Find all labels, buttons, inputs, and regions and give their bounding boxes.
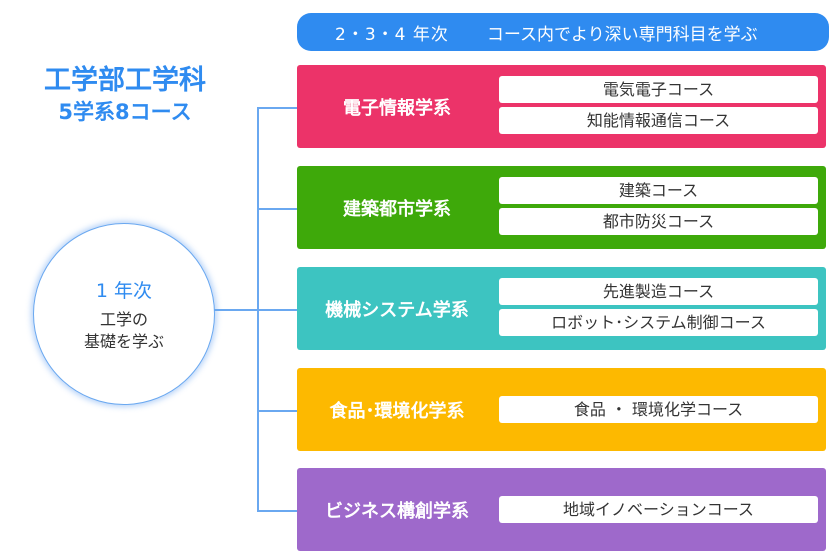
course-item: 電気電子コース [499, 76, 818, 103]
course-item: 建築コース [499, 177, 818, 204]
group-food-environment-chem: 食品･環境化学系 食品 ・ 環境化学コース [297, 368, 826, 451]
banner-years: 2・3・4 年次 [335, 24, 449, 45]
group-name: 食品･環境化学系 [329, 400, 465, 422]
connector-branch [257, 410, 297, 412]
connector-circle [214, 309, 258, 311]
group-architecture-urban: 建築都市学系 建築コース 都市防災コース [297, 166, 826, 249]
group-name: 建築都市学系 [343, 198, 451, 220]
course-item: 先進製造コース [499, 278, 818, 305]
connector-branch [257, 309, 297, 311]
first-year-desc-2: 基礎を学ぶ [83, 331, 164, 351]
first-year-desc-1: 工学の [99, 309, 148, 329]
upper-years-banner: 2・3・4 年次 コース内でより深い専門科目を学ぶ [297, 13, 829, 51]
course-item: 食品 ・ 環境化学コース [499, 396, 818, 423]
group-business-creation: ビジネス構創学系 地域イノベーションコース [297, 468, 826, 551]
group-electronics-info: 電子情報学系 電気電子コース 知能情報通信コース [297, 65, 826, 148]
connector-branch [257, 510, 297, 512]
faculty-summary: 5学系8コース [58, 100, 192, 124]
group-name: 電子情報学系 [343, 97, 451, 119]
connector-trunk [257, 107, 259, 510]
connector-branch [257, 208, 297, 210]
course-item: 地域イノベーションコース [499, 496, 818, 523]
faculty-name: 工学部工学科 [44, 65, 206, 96]
course-item: 都市防災コース [499, 208, 818, 235]
group-name: ビジネス構創学系 [325, 500, 469, 522]
first-year-label: 1 年次 [95, 279, 153, 302]
course-item: 知能情報通信コース [499, 107, 818, 134]
faculty-title: 工学部工学科 5学系8コース [0, 64, 250, 126]
connector-branch [257, 107, 297, 109]
group-mechanical-systems: 機械システム学系 先進製造コース ロボット･システム制御コース [297, 267, 826, 350]
group-name: 機械システム学系 [325, 299, 469, 321]
first-year-circle: 1 年次 工学の 基礎を学ぶ [33, 223, 215, 405]
course-item: ロボット･システム制御コース [499, 309, 818, 336]
banner-description: コース内でより深い専門科目を学ぶ [486, 24, 758, 45]
